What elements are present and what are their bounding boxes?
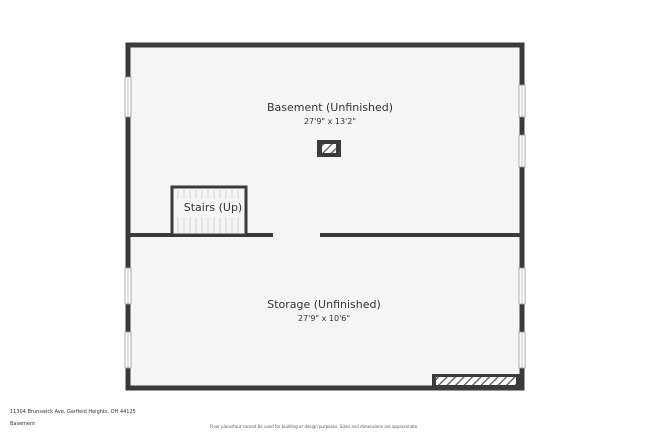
outer-wall (125, 42, 525, 391)
room-dimensions-storage: 27'9" x 10'6" (298, 314, 350, 323)
footer-disclaimer: Floor plans/tour cannot be used for buil… (210, 424, 419, 429)
window-right-lower-2 (518, 331, 526, 369)
window-right-lower-1 (518, 267, 526, 305)
storage-fixture (432, 374, 520, 387)
room-name-storage: Storage (Unfinished) (267, 298, 381, 311)
utility-fixture (317, 140, 341, 157)
footer-floor-label: Basement (10, 421, 36, 427)
window-right-upper-2 (518, 134, 526, 168)
room-dimensions-basement: 27'9" x 13'2" (304, 117, 356, 126)
window-right-upper-1 (518, 84, 526, 118)
window-left-lower-2 (124, 331, 132, 369)
window-left-lower-1 (124, 267, 132, 305)
room-name-basement: Basement (Unfinished) (267, 101, 393, 114)
window-left-upper (124, 76, 132, 118)
stairs (170, 185, 248, 237)
room-name-stairs: Stairs (Up) (184, 201, 242, 214)
footer-address: 11304 Brunswick Ave, Garfield Heights, O… (10, 409, 136, 415)
